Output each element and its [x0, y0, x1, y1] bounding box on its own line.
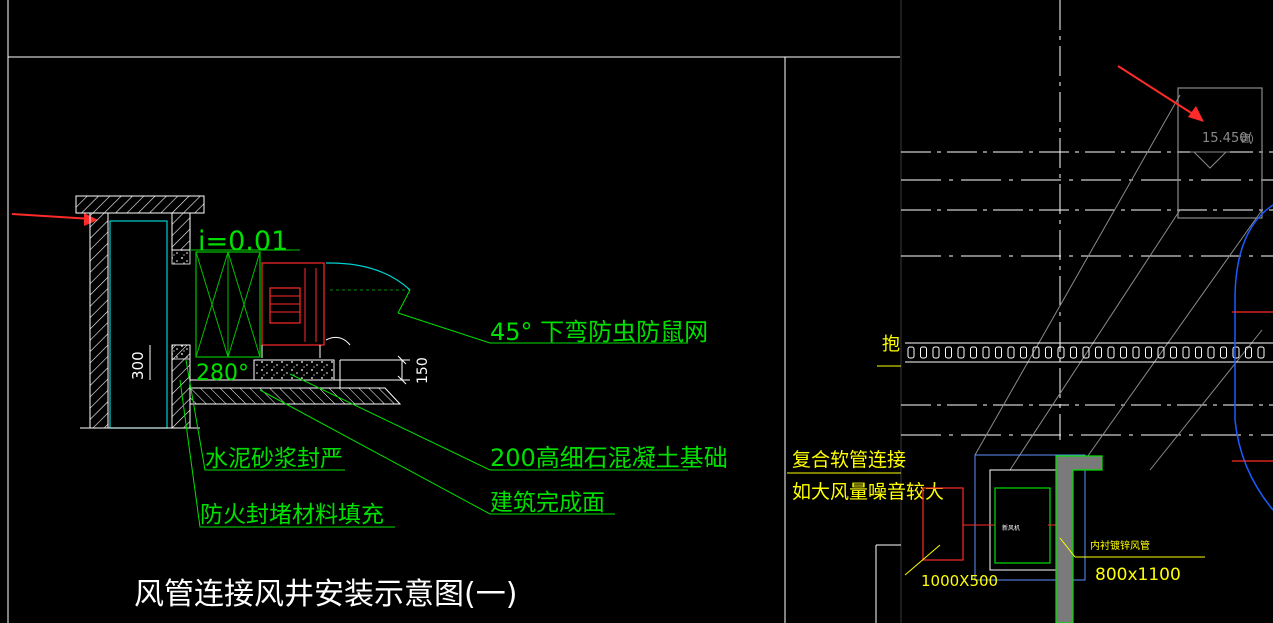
strip-slot [1182, 346, 1190, 359]
equipment-group [875, 454, 1103, 623]
size-right: 800x1100 [1095, 565, 1181, 585]
size-left: 1000X500 [921, 572, 998, 590]
floor-slab [189, 359, 410, 405]
label-partial: 抱 [882, 334, 900, 355]
strip-slot [1145, 346, 1152, 359]
angle-label: 280° [196, 361, 249, 386]
strip-slot [1220, 346, 1227, 359]
shaft-wall [75, 195, 205, 429]
strip-slot [1257, 346, 1265, 359]
fan-unit [261, 262, 325, 358]
elbow-45 [325, 262, 411, 346]
left-panel: i=0.01 280° 300 150 45° 下弯防虫防鼠网 水泥砂浆封严 防… [7, 0, 900, 623]
strip-slot [1020, 346, 1027, 359]
small-label: 内衬镀锌风管 [1090, 539, 1150, 552]
strip-slot [907, 346, 915, 359]
diagonal-guides [974, 94, 1263, 471]
note-finish-surface: 建筑完成面 [490, 490, 605, 516]
strip-slot [1157, 346, 1165, 359]
strip-slot [1095, 346, 1102, 359]
strip-slot [1107, 346, 1115, 359]
strip-slot [1007, 346, 1015, 359]
drawing-title: 风管连接风井安装示意图(一) [134, 577, 517, 612]
note-noise: 如大风量噪音较大 [792, 481, 944, 503]
strip-slot [1195, 346, 1202, 359]
strip-slot [1245, 346, 1252, 359]
dim-150-label: 150 [415, 357, 431, 384]
note-45deg-mesh: 45° 下弯防虫防鼠网 [490, 318, 708, 346]
note-concrete-base: 200高细石混凝土基础 [490, 444, 728, 472]
strip-slot [1045, 346, 1052, 359]
slope-label: i=0.01 [198, 226, 288, 257]
strip-slot [982, 346, 990, 359]
strip-slot [970, 346, 977, 359]
pointer-arrow-right [1117, 65, 1204, 122]
strip-slot [1170, 346, 1177, 359]
strip-slots [907, 346, 1265, 359]
note-soft-joint: 复合软管连接 [792, 449, 906, 471]
elevation-suffix: 管) [1240, 132, 1254, 145]
note-cement-seal: 水泥砂浆封严 [205, 446, 343, 472]
strip-slot [1032, 346, 1040, 359]
leader-lines [179, 289, 688, 528]
strip-slot [995, 346, 1002, 359]
elevation-box [1177, 87, 1263, 219]
right-panel: 15.450( 管) 抱 复合软管连接 如大风量噪音较大 [787, 0, 1273, 623]
strip-slot [945, 346, 952, 359]
strip-slot [1232, 346, 1240, 359]
dim-150 [397, 355, 407, 385]
strip-slot [1057, 346, 1065, 359]
pointer-arrow-left [11, 213, 98, 226]
strip-slot [1120, 346, 1127, 359]
strip-slot [957, 346, 965, 359]
strip-slot [1207, 346, 1215, 359]
perforated-strip [905, 342, 1273, 363]
strip-slot [1070, 346, 1077, 359]
strip-slot [920, 346, 927, 359]
box-label: 新风机 [1002, 524, 1020, 532]
elevation-value: 15.450( [1202, 131, 1253, 146]
note-fireproof-fill: 防火封堵材料填充 [200, 502, 384, 528]
dashed-grid [901, 0, 1273, 440]
strip-slot [932, 346, 940, 359]
blue-curve [1234, 204, 1273, 511]
strip-slot [1132, 346, 1140, 359]
strip-slot [1082, 346, 1090, 359]
dim-300-label: 300 [129, 351, 147, 380]
